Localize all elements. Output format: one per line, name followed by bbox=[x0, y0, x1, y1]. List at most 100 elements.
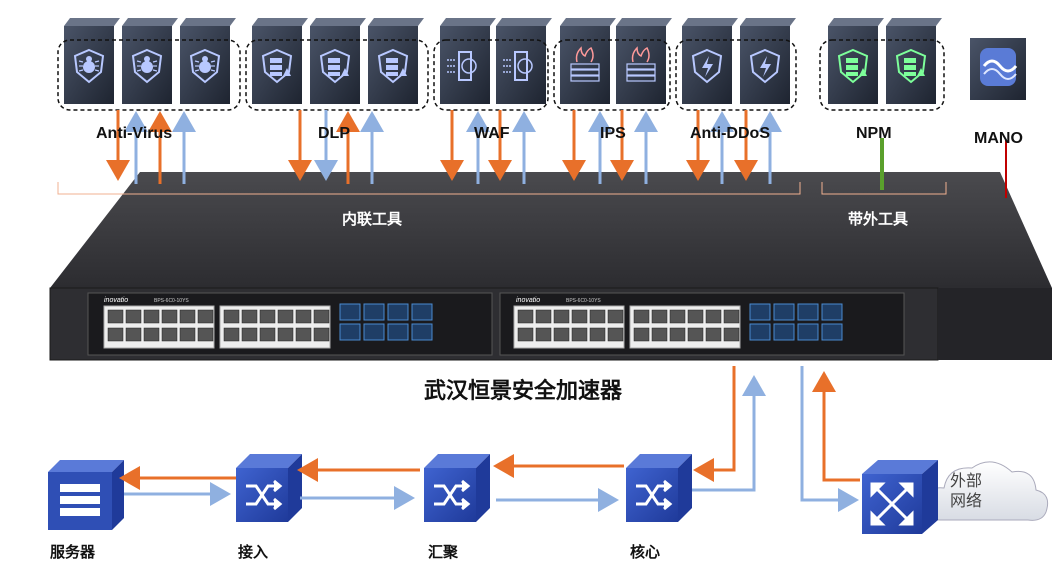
router-node bbox=[862, 460, 938, 534]
device-title: 武汉恒景安全加速器 bbox=[424, 378, 623, 404]
sfp-port bbox=[651, 309, 668, 324]
label-aggregation: 汇聚 bbox=[428, 543, 459, 561]
monitor-shield-icon bbox=[837, 48, 869, 84]
data-shield-tile bbox=[310, 18, 366, 104]
label-anti-ddos: Anti-DDoS bbox=[690, 125, 770, 142]
sfp-port bbox=[517, 327, 534, 342]
label-outofband-tools: 带外工具 bbox=[848, 210, 908, 228]
fire-wall-icon bbox=[570, 46, 600, 82]
web-firewall-tile bbox=[496, 18, 552, 104]
mano-wave-icon bbox=[982, 59, 1018, 73]
sfp-port bbox=[161, 327, 178, 342]
label-access: 接入 bbox=[238, 543, 268, 561]
sfp-port bbox=[107, 309, 124, 324]
lightning-shield-icon bbox=[749, 48, 781, 84]
sfp-port bbox=[259, 309, 276, 324]
sfp-port bbox=[553, 327, 570, 342]
switch-arrows-icon bbox=[246, 479, 283, 511]
sfp-port bbox=[295, 309, 312, 324]
rj45-port bbox=[339, 303, 361, 321]
sfp-port bbox=[277, 327, 294, 342]
sfp-port bbox=[125, 327, 142, 342]
mano-tile bbox=[970, 38, 1026, 100]
data-shield-icon bbox=[377, 48, 409, 84]
network-traffic-arrows bbox=[119, 366, 860, 512]
rj45-port bbox=[363, 303, 385, 321]
sfp-port bbox=[295, 327, 312, 342]
chassis-top-face bbox=[50, 172, 1052, 288]
tool-group-outlines bbox=[57, 39, 945, 111]
rj45-port bbox=[411, 303, 433, 321]
label-mano: MANO bbox=[974, 130, 1023, 147]
sfp-port bbox=[517, 309, 534, 324]
virus-shield-tile bbox=[180, 18, 236, 104]
virus-shield-tile bbox=[64, 18, 120, 104]
sfp-port bbox=[143, 327, 160, 342]
sfp-port bbox=[535, 327, 552, 342]
tool-traffic-arrows bbox=[106, 110, 782, 184]
sfp-port bbox=[161, 309, 178, 324]
label-server: 服务器 bbox=[50, 543, 96, 561]
security-tool-tiles bbox=[64, 18, 942, 104]
sfp-port bbox=[669, 327, 686, 342]
rj45-port bbox=[749, 323, 771, 341]
fire-wall-tile bbox=[616, 18, 672, 104]
data-shield-tile bbox=[368, 18, 424, 104]
label-npm: NPM bbox=[856, 125, 892, 142]
monitor-shield-tile bbox=[886, 18, 942, 104]
label-waf: WAF bbox=[474, 125, 510, 142]
sfp-port bbox=[571, 327, 588, 342]
device-model-right: BPS-6C0-10YS bbox=[566, 298, 601, 304]
label-ips: IPS bbox=[600, 125, 626, 142]
label-anti-virus: Anti-Virus bbox=[96, 125, 172, 142]
monitor-shield-icon bbox=[895, 48, 927, 84]
sfp-port bbox=[607, 309, 624, 324]
sfp-port bbox=[313, 309, 330, 324]
server-icon bbox=[60, 484, 100, 516]
rj45-port bbox=[387, 303, 409, 321]
external-label-2: 网络 bbox=[950, 491, 982, 510]
virus-shield-icon bbox=[73, 48, 105, 84]
rj45-port bbox=[387, 323, 409, 341]
sfp-port bbox=[241, 327, 258, 342]
sfp-port bbox=[143, 309, 160, 324]
sfp-port bbox=[197, 327, 214, 342]
port-group-left bbox=[103, 303, 433, 349]
rj45-port bbox=[411, 323, 433, 341]
rj45-port bbox=[363, 323, 385, 341]
rj45-port bbox=[773, 323, 795, 341]
web-firewall-tile bbox=[440, 18, 496, 104]
core-switch-node bbox=[626, 454, 692, 522]
sfp-port bbox=[553, 309, 570, 324]
server-node bbox=[48, 460, 124, 530]
device-model-left: BPS-6C0-10YS bbox=[154, 298, 189, 304]
sfp-port bbox=[705, 327, 722, 342]
label-dlp: DLP bbox=[318, 125, 350, 142]
port-group-right bbox=[513, 303, 843, 349]
sfp-port bbox=[651, 327, 668, 342]
sfp-port bbox=[723, 309, 740, 324]
fire-wall-tile bbox=[560, 18, 616, 104]
virus-shield-icon bbox=[189, 48, 221, 84]
sfp-port bbox=[687, 309, 704, 324]
label-inline-tools: 内联工具 bbox=[342, 210, 402, 228]
fire-wall-icon bbox=[626, 46, 656, 82]
label-core: 核心 bbox=[630, 543, 660, 561]
sfp-port bbox=[589, 309, 606, 324]
virus-shield-tile bbox=[122, 18, 178, 104]
sfp-port bbox=[633, 309, 650, 324]
switch-arrows-icon bbox=[636, 479, 673, 511]
sfp-port bbox=[197, 309, 214, 324]
data-shield-tile bbox=[252, 18, 308, 104]
sfp-port bbox=[633, 327, 650, 342]
lightning-shield-icon bbox=[691, 48, 723, 84]
data-shield-icon bbox=[319, 48, 351, 84]
rj45-port bbox=[821, 303, 843, 321]
switch-arrows-icon bbox=[434, 479, 471, 511]
data-shield-icon bbox=[261, 48, 293, 84]
accelerator-chassis: inovatio BPS-6C0-10YS inovatio BPS-6C0-1… bbox=[49, 172, 1052, 361]
inline-tools-bracket bbox=[57, 182, 801, 195]
web-firewall-icon bbox=[503, 51, 533, 81]
device-brand-left: inovatio bbox=[104, 297, 128, 304]
